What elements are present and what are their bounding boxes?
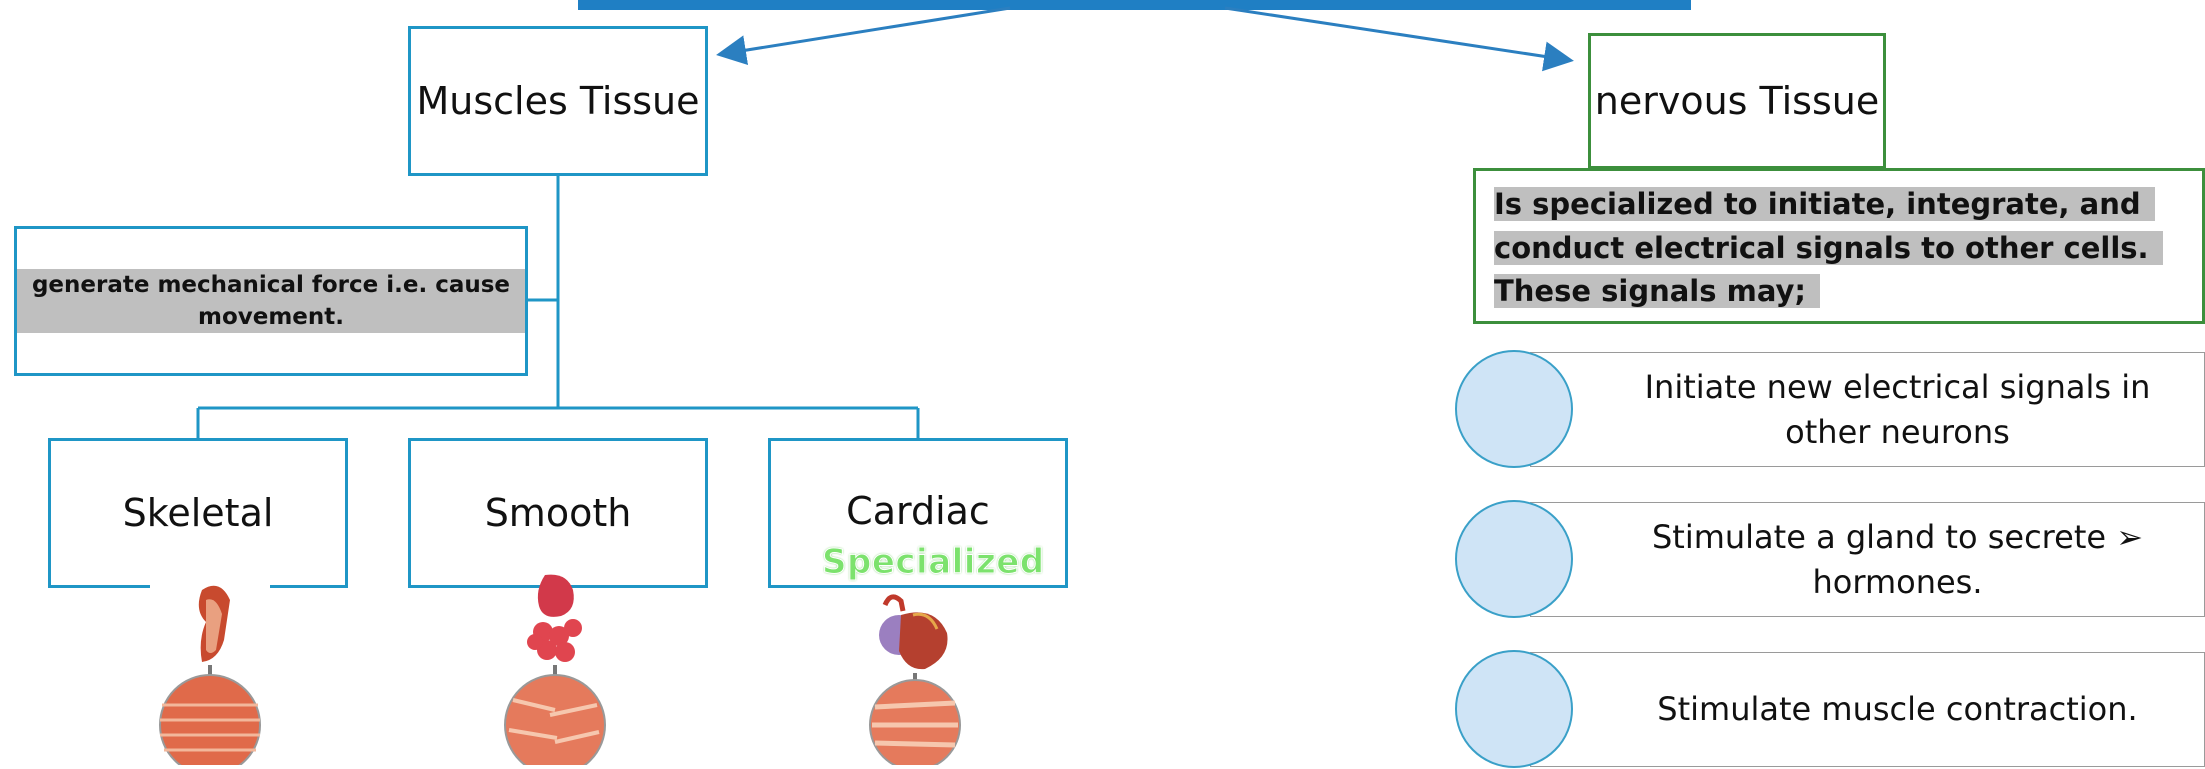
- nervous-item-2: Stimulate a gland to secrete ➢ hormones.: [1530, 502, 2205, 617]
- muscles-tissue-title: Muscles Tissue: [416, 79, 700, 123]
- nervous-tissue-box: nervous Tissue: [1588, 33, 1886, 169]
- nervous-item-1-circle: [1455, 350, 1573, 468]
- nervous-item-3-circle: [1455, 650, 1573, 768]
- nervous-item-1: Initiate new electrical signals in other…: [1530, 352, 2205, 467]
- nervous-description-line-3: These signals may;: [1494, 274, 1820, 308]
- nervous-description-line-1: Is specialized to initiate, integrate, a…: [1494, 187, 2155, 221]
- skeletal-box: Skeletal: [48, 438, 348, 588]
- cardiac-label: Cardiac: [846, 489, 990, 533]
- arrow-to-muscles: [716, 6, 1011, 66]
- nervous-tissue-title: nervous Tissue: [1594, 79, 1880, 123]
- cardiac-specialized-note: Specialized: [822, 542, 1045, 583]
- nervous-item-2-line-1: Stimulate a gland to secrete ➢: [1651, 517, 2144, 556]
- nervous-item-1-line-2: other neurons: [1785, 412, 2010, 451]
- nervous-item-1-line-1: Initiate new electrical signals in: [1644, 367, 2151, 406]
- nervous-item-3: Stimulate muscle contraction.: [1530, 652, 2205, 767]
- nervous-description-line-2: conduct electrical signals to other cell…: [1494, 230, 2163, 265]
- skeletal-muscle-icon: [150, 570, 270, 769]
- nervous-description-box: Is specialized to initiate, integrate, a…: [1473, 168, 2205, 324]
- smooth-muscle-icon: [495, 570, 615, 769]
- cardiac-box: Cardiac: [768, 438, 1068, 588]
- muscles-description-box: generate mechanical force i.e. cause mov…: [14, 226, 528, 376]
- arrow-to-nervous: [1224, 6, 1574, 72]
- smooth-box: Smooth: [408, 438, 708, 588]
- nervous-item-3-line-1: Stimulate muscle contraction.: [1657, 690, 2138, 729]
- nervous-item-2-line-2: hormones.: [1812, 562, 1983, 601]
- cardiac-muscle-icon: [855, 585, 975, 769]
- skeletal-label: Skeletal: [122, 491, 274, 535]
- muscles-description: generate mechanical force i.e. cause mov…: [17, 268, 525, 334]
- top-bar: [578, 0, 1691, 10]
- muscles-tissue-box: Muscles Tissue: [408, 26, 708, 176]
- smooth-label: Smooth: [484, 491, 632, 535]
- nervous-item-2-circle: [1455, 500, 1573, 618]
